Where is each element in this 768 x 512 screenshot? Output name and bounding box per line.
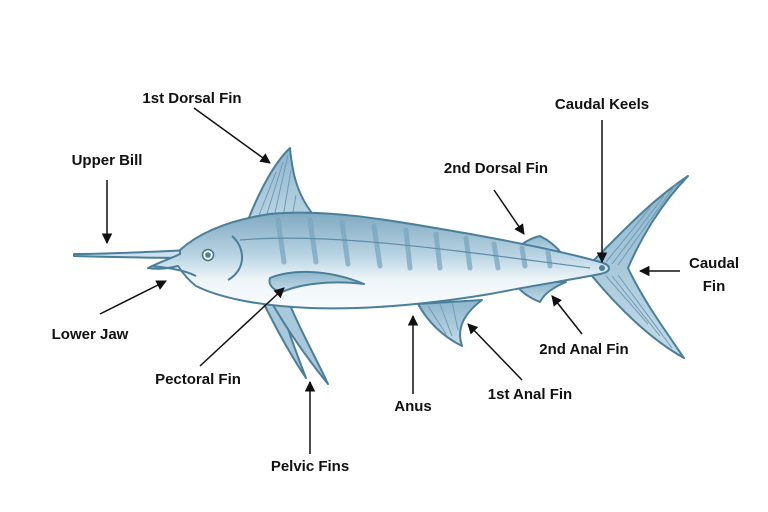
label-pelvic-fins: Pelvic Fins: [271, 458, 349, 475]
caudal-fin-rays: [605, 183, 677, 349]
arrow-second-dorsal-fin: [493, 189, 525, 235]
label-lower-jaw: Lower Jaw: [52, 326, 129, 343]
label-second-dorsal-fin: 2nd Dorsal Fin: [444, 160, 548, 177]
gill-cover: [227, 235, 243, 281]
pectoral-fin: [268, 271, 365, 293]
label-caudal-fin-line2: Fin: [703, 278, 726, 295]
arrow-second-anal-fin: [551, 295, 583, 335]
label-pectoral-fin: Pectoral Fin: [155, 371, 241, 388]
label-caudal-fin-line1: Caudal: [689, 255, 739, 272]
arrow-lower-jaw: [99, 280, 167, 315]
label-upper-bill: Upper Bill: [72, 152, 143, 169]
label-caudal-keels: Caudal Keels: [555, 96, 649, 113]
lower-jaw: [151, 265, 197, 277]
label-first-anal-fin: 1st Anal Fin: [488, 386, 572, 403]
labels: 1st Dorsal Fin Upper Bill Lower Jaw Pect…: [52, 90, 739, 475]
label-anus: Anus: [394, 398, 432, 415]
leader-arrows: [99, 107, 680, 454]
pelvic-fin: [269, 299, 329, 385]
arrow-first-dorsal-fin: [193, 107, 271, 164]
caudal-fin: [591, 175, 689, 359]
label-first-dorsal-fin: 1st Dorsal Fin: [142, 90, 241, 107]
arrow-pectoral-fin: [199, 287, 285, 367]
caudal-keel: [599, 265, 605, 271]
label-second-anal-fin: 2nd Anal Fin: [539, 341, 628, 358]
first-anal-fin: [417, 299, 483, 347]
marlin-illustration: [73, 147, 689, 385]
arrow-first-anal-fin: [467, 323, 523, 381]
